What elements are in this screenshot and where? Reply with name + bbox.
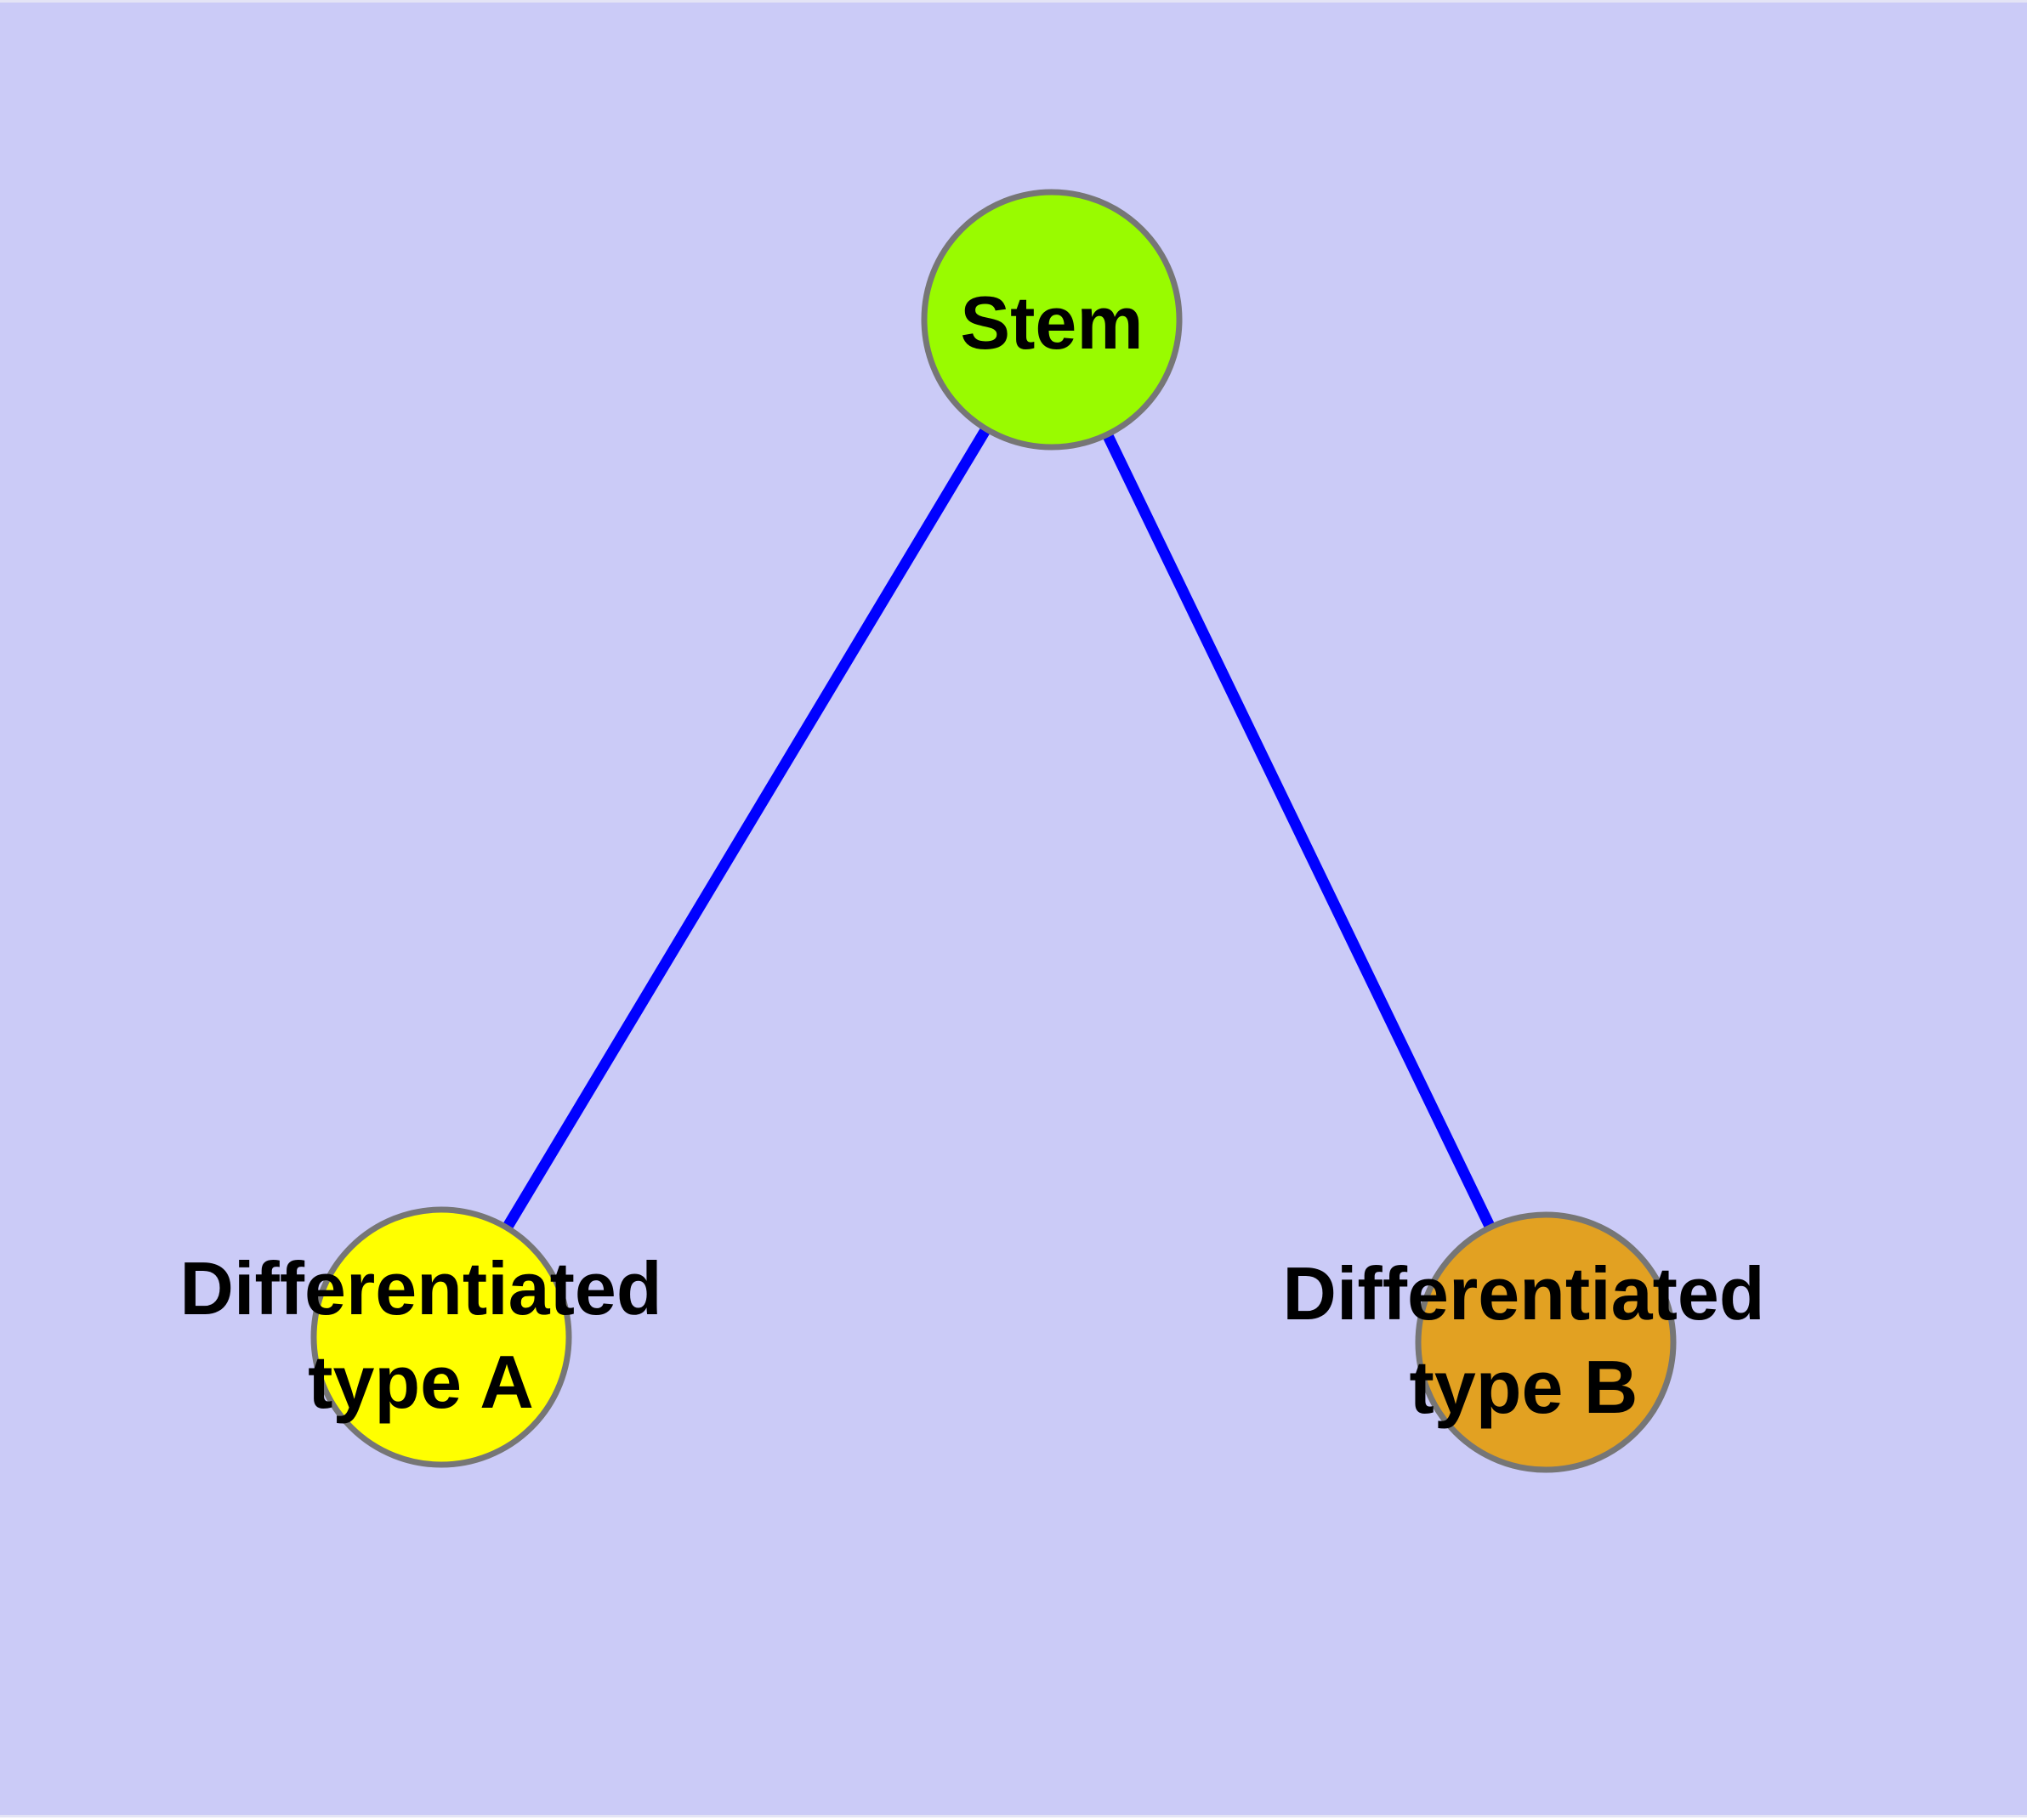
edge-stem-to-type-a[interactable] <box>436 316 1057 1341</box>
node-type-a-label: Differentiated type A <box>179 1242 661 1429</box>
node-stem[interactable] <box>921 189 1183 451</box>
node-type-a-label-line1: Differentiated <box>179 1246 662 1330</box>
node-type-b-label-line1: Differentiated <box>1282 1251 1765 1335</box>
node-differentiated-type-b[interactable] <box>1415 1211 1677 1473</box>
node-type-a-label-line2: type A <box>308 1340 534 1424</box>
graph-svg <box>310 189 1677 1473</box>
node-stem-label: Stem <box>960 276 1143 370</box>
node-stem-label-text: Stem <box>960 281 1144 365</box>
node-type-b-label: Differentiated type B <box>1282 1247 1764 1434</box>
node-differentiated-type-a[interactable] <box>310 1206 572 1468</box>
node-type-b-label-line2: type B <box>1409 1345 1638 1429</box>
edge-stem-to-type-b[interactable] <box>1047 317 1551 1345</box>
